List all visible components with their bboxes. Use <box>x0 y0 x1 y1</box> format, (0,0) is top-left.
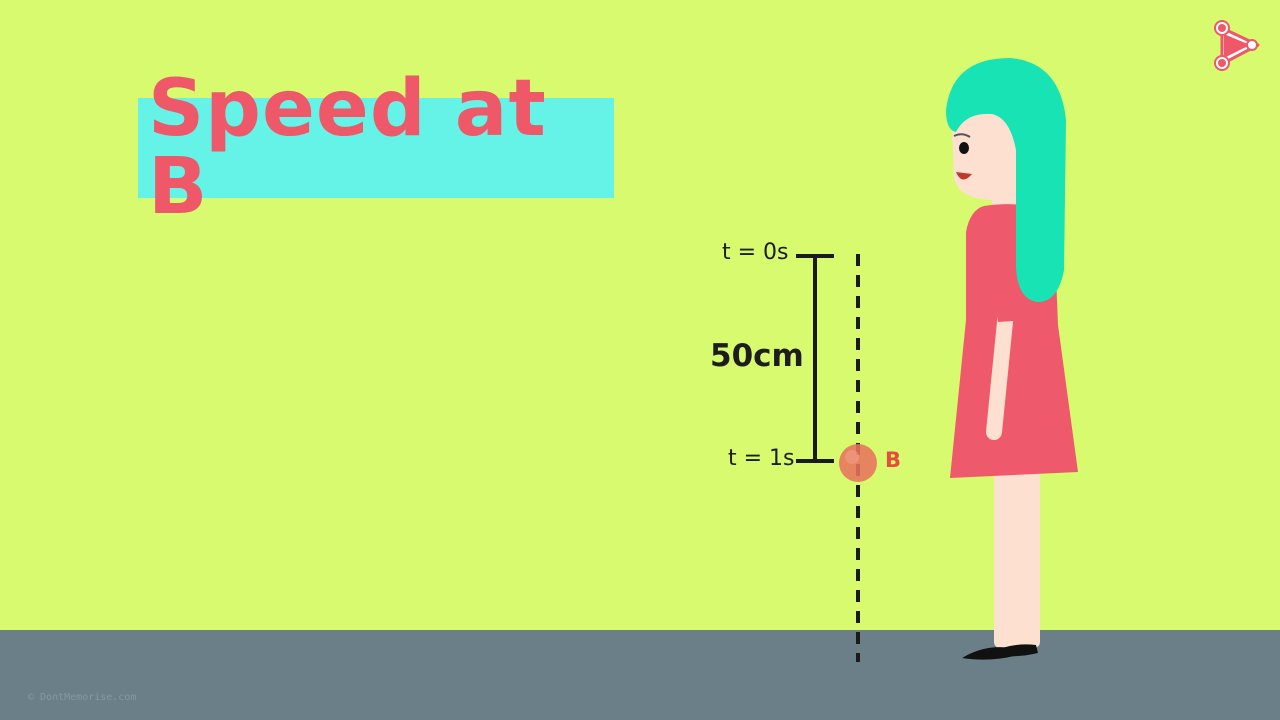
girl-left-leg <box>994 470 1018 648</box>
point-b-label: B <box>885 448 902 472</box>
play-logo-icon <box>1214 20 1260 71</box>
girl-right-leg <box>1016 470 1040 648</box>
end-time-label: t = 1s <box>728 446 795 471</box>
girl-arm <box>986 304 1014 440</box>
girl-mouth <box>956 172 972 180</box>
start-time-label: t = 0s <box>722 240 789 265</box>
distance-bracket <box>796 254 834 463</box>
distance-label: 50cm <box>710 338 804 374</box>
girl-eye <box>959 142 969 154</box>
title-banner: Speed at B <box>138 70 614 226</box>
ball <box>839 444 877 482</box>
girl-hair <box>946 58 1066 302</box>
girl-character <box>946 58 1078 660</box>
ground <box>0 630 1280 720</box>
watermark-text: © DontMemorise.com <box>28 692 137 703</box>
girl-right-shoe <box>988 644 1038 657</box>
girl-eyebrow <box>953 133 971 138</box>
title-text: Speed at B <box>148 64 547 232</box>
